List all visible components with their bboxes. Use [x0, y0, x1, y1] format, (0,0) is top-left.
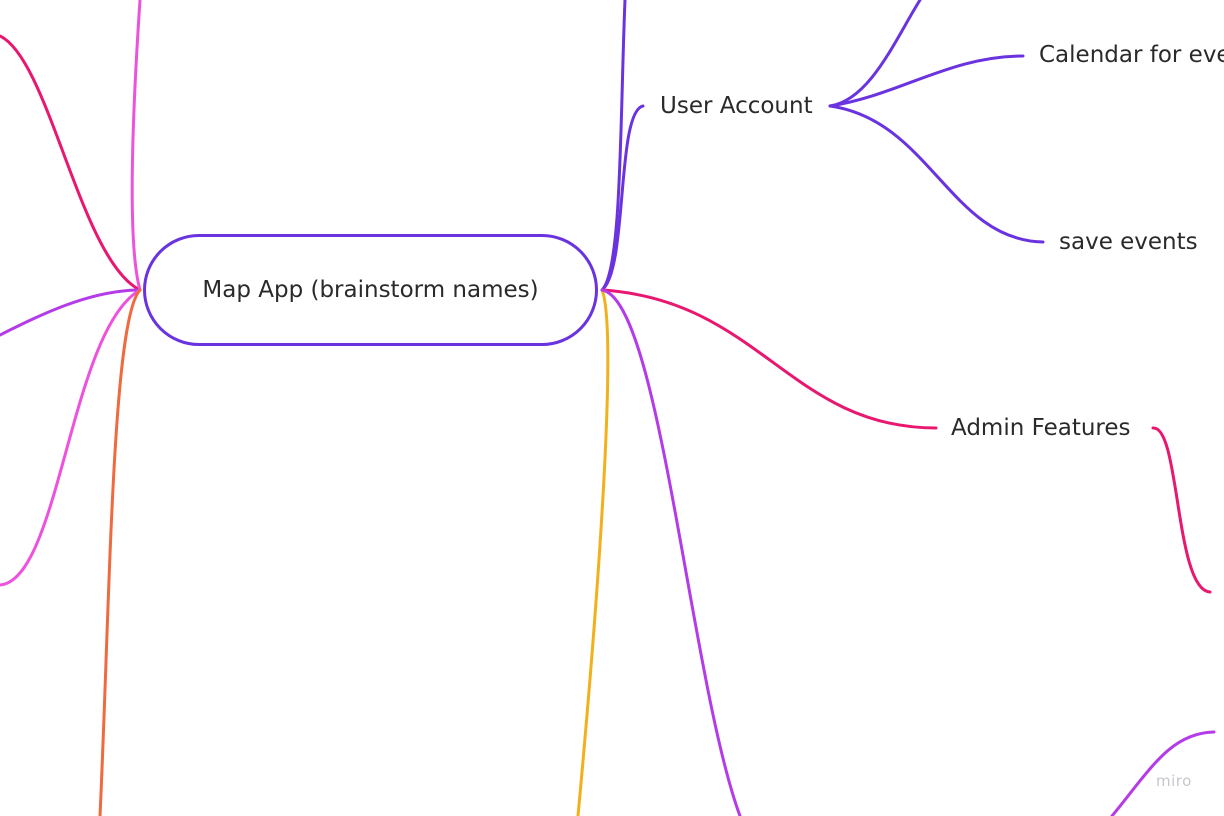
connector-left-mid-violet[interactable]	[0, 288, 142, 337]
connector-right-bottom-amber[interactable]	[576, 288, 610, 816]
connector-left-top-pink[interactable]	[130, 0, 142, 292]
node-user-account[interactable]: User Account	[660, 93, 813, 119]
connector-user-account-calendar[interactable]	[828, 54, 1025, 108]
root-node[interactable]: Map App (brainstorm names)	[143, 234, 598, 346]
connector-right-top-purple[interactable]	[600, 0, 627, 292]
connector-root-user-account[interactable]	[600, 104, 645, 292]
root-node-label: Map App (brainstorm names)	[202, 277, 539, 303]
connector-root-admin-features[interactable]	[600, 288, 938, 430]
connector-right-bottom-violet[interactable]	[600, 288, 742, 816]
connector-user-account-save-events[interactable]	[828, 104, 1045, 244]
connector-left-bottom-orange[interactable]	[98, 288, 142, 816]
connector-admin-child[interactable]	[1151, 426, 1212, 594]
connector-left-top-magenta[interactable]	[0, 34, 142, 292]
miro-watermark: miro	[1156, 772, 1192, 790]
connector-bottom-right-violet[interactable]	[1110, 730, 1216, 816]
node-calendar[interactable]: Calendar for eve	[1039, 42, 1224, 68]
node-save-events[interactable]: save events	[1059, 229, 1198, 255]
node-admin-features[interactable]: Admin Features	[951, 415, 1131, 441]
connector-left-low-pink[interactable]	[0, 288, 142, 587]
connector-user-account-top[interactable]	[828, 0, 922, 108]
